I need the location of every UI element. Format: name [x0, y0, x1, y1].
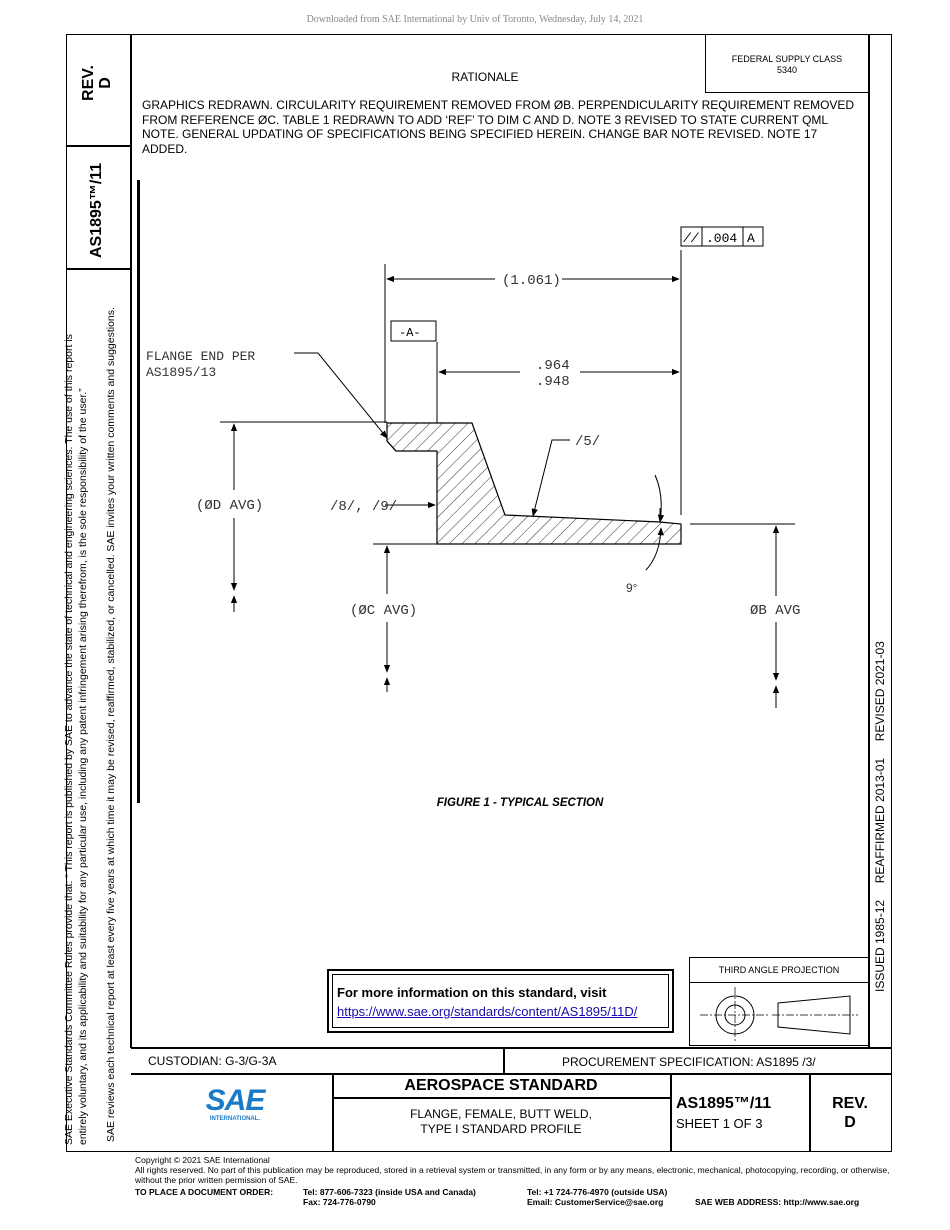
standard-link[interactable]: https://www.sae.org/standards/content/AS…: [337, 1004, 638, 1019]
procurement-spec: PROCUREMENT SPECIFICATION: AS1895 /3/: [562, 1055, 816, 1069]
flange-note-line2: AS1895/13: [146, 365, 216, 380]
sae-logo: SAE INTERNATIONAL.: [205, 1084, 266, 1123]
sae-web-address: SAE WEB ADDRESS: http://www.sae.org: [695, 1197, 860, 1207]
dim-b-label: ØB AVG: [750, 603, 800, 619]
title-block-mid-line: [131, 1073, 891, 1075]
figure-caption: FIGURE 1 - TYPICAL SECTION: [436, 797, 604, 809]
right-margin-dates: ISSUED 1985-12 REAFFIRMED 2013-01 REVISE…: [873, 641, 887, 992]
document-title: FLANGE, FEMALE, BUTT WELD, TYPE I STANDA…: [410, 1107, 592, 1136]
angle-label: 9°: [626, 581, 638, 595]
more-info-box: For more information on this standard, v…: [327, 969, 674, 1033]
flange-note-line1: FLANGE END PER: [146, 349, 255, 364]
download-notice: Downloaded from SAE International by Uni…: [306, 14, 644, 25]
title-block-top-line: [131, 1047, 891, 1049]
tolerance-datum: A: [747, 231, 755, 246]
doc-number: AS1895™/11: [676, 1095, 772, 1112]
rev-box-divider: [66, 145, 130, 147]
title-divider: [670, 1073, 672, 1152]
right-column-divider: [868, 34, 870, 1048]
third-angle-projection-box: THIRD ANGLE PROJECTION: [689, 957, 869, 1046]
order-phone-outside: Tel: +1 724-776-4970 (outside USA) Email…: [527, 1187, 668, 1207]
order-label: TO PLACE A DOCUMENT ORDER:: [135, 1187, 274, 1197]
rationale-title: RATIONALE: [451, 70, 519, 84]
note-8-9: /8/, /9/: [330, 499, 397, 515]
order-phone-usa: Tel: 877-606-7323 (inside USA and Canada…: [303, 1187, 476, 1207]
aerospace-standard-underline: [332, 1097, 670, 1099]
left-margin-notice: SAE Executive Standards Committee Rules …: [63, 334, 89, 1145]
left-column-divider: [130, 34, 132, 1048]
projection-label: THIRD ANGLE PROJECTION: [718, 965, 840, 975]
custodian-divider: [503, 1047, 505, 1074]
change-bar: [137, 180, 140, 803]
sheet-number: SHEET 1 OF 3: [676, 1116, 763, 1131]
tolerance-symbol: //: [683, 231, 700, 246]
doc-id-vertical: AS1895™/11: [88, 162, 105, 258]
dim-upper: .964: [536, 358, 570, 374]
note-5: /5/: [575, 434, 600, 450]
rev-divider: [809, 1073, 811, 1152]
standard-type: AEROSPACE STANDARD: [404, 1077, 598, 1094]
tolerance-value: .004: [706, 231, 737, 246]
flange-section-profile: [386, 422, 682, 545]
dim-d-label: (ØD AVG): [196, 498, 263, 514]
rationale-body: GRAPHICS REDRAWN. CIRCULARITY REQUIREMEN…: [142, 98, 855, 156]
tolerance-frame: [680, 226, 764, 247]
dim-c-label: (ØC AVG): [350, 603, 417, 619]
federal-supply-class-box: FEDERAL SUPPLY CLASS 5340: [705, 34, 869, 93]
id-box-divider: [66, 268, 130, 270]
copyright-block: Copyright © 2021 SAE International All r…: [135, 1155, 890, 1185]
rev-block: REV. D: [832, 1095, 868, 1131]
custodian: CUSTODIAN: G-3/G-3A: [148, 1054, 277, 1068]
left-margin-review-notice: SAE reviews each technical report at lea…: [105, 307, 117, 1142]
datum-a-box: [390, 320, 437, 342]
rev-box-vertical: REV. D: [80, 65, 114, 101]
projection-symbol-icon: [700, 987, 858, 1043]
dim-overall: (1.061): [502, 273, 561, 289]
datum-a-label: -A-: [399, 326, 421, 340]
more-info-title: For more information on this standard, v…: [337, 985, 607, 1000]
typical-section-figure: // .004 A (1.061) -A- .964 .948 FLANGE E…: [146, 226, 800, 708]
logo-divider: [332, 1073, 334, 1152]
dim-lower: .948: [536, 374, 570, 390]
document-sheet-border: [66, 34, 892, 1152]
